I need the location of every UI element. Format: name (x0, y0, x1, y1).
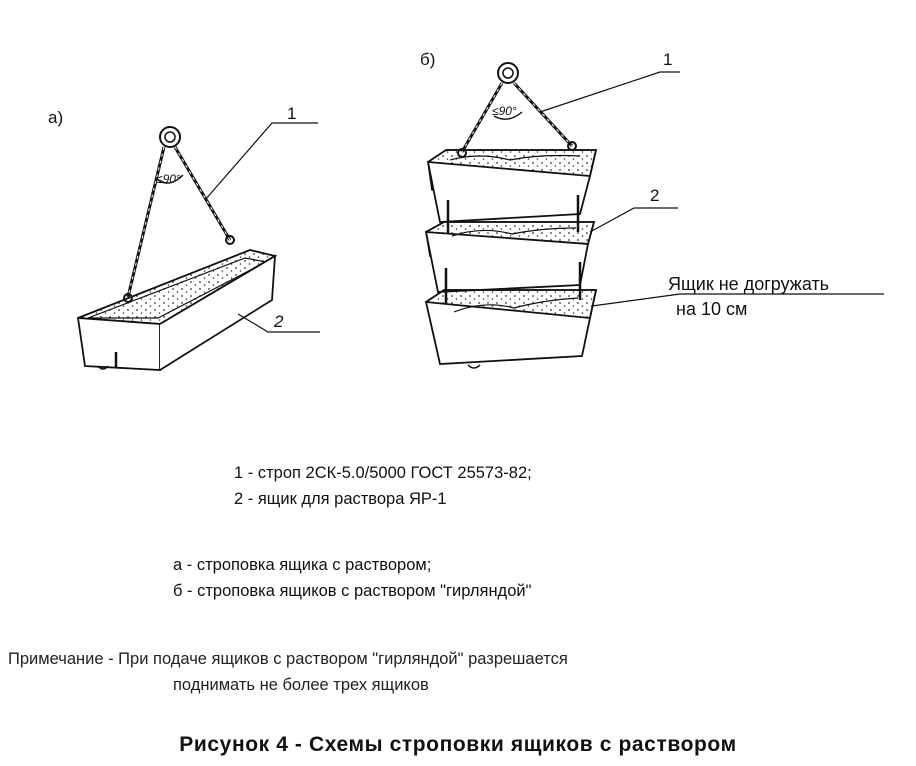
mortar-box-a (76, 249, 278, 371)
note-line-2: на 10 см (676, 299, 748, 319)
callout-1-a: 1 (287, 104, 297, 123)
variant-b-label: б) (420, 50, 436, 69)
remark-line-1: Примечание - При подаче ящиков с раствор… (8, 650, 568, 668)
callout-2-a: 2 (274, 312, 284, 331)
callout-2-b: 2 (650, 186, 660, 205)
angle-label-a: ≤90° (156, 172, 181, 186)
mortar-box-b-top (426, 149, 598, 223)
leader-2-a (237, 313, 320, 333)
sling-leg-right-a (173, 146, 232, 241)
remark-line-2: поднимать не более трех ящиков (173, 676, 429, 694)
mortar-box-b-middle (424, 221, 596, 293)
callout-1-b: 1 (663, 50, 673, 69)
variant-a-label: а) (48, 108, 64, 127)
leader-note-b (591, 293, 884, 307)
figure-caption: Рисунок 4 - Схемы строповки ящиков с рас… (179, 733, 737, 756)
lifting-ring-a (159, 126, 181, 148)
mortar-box-b-bottom (424, 289, 598, 369)
scheme-b (424, 62, 884, 369)
leader-1-a (204, 122, 318, 201)
sling-scheme-drawing (76, 62, 884, 371)
leader-2-b (589, 207, 678, 233)
legend-item-b: б - строповка ящиков с раствором "гирлян… (173, 582, 532, 600)
sling-leg-left-b (460, 82, 504, 153)
leader-1-b (539, 71, 680, 113)
lifting-ring-b (497, 62, 519, 84)
scheme-a (76, 122, 320, 371)
legend-item-1: 1 - строп 2СК-5.0/5000 ГОСТ 25573-82; (234, 464, 532, 482)
legend-item-a: а - строповка ящика с раствором; (173, 556, 432, 574)
angle-label-b: ≤90° (492, 104, 517, 118)
note-line-1: Ящик не догружать (668, 274, 830, 294)
legend-item-2: 2 - ящик для раствора ЯР-1 (234, 490, 447, 508)
